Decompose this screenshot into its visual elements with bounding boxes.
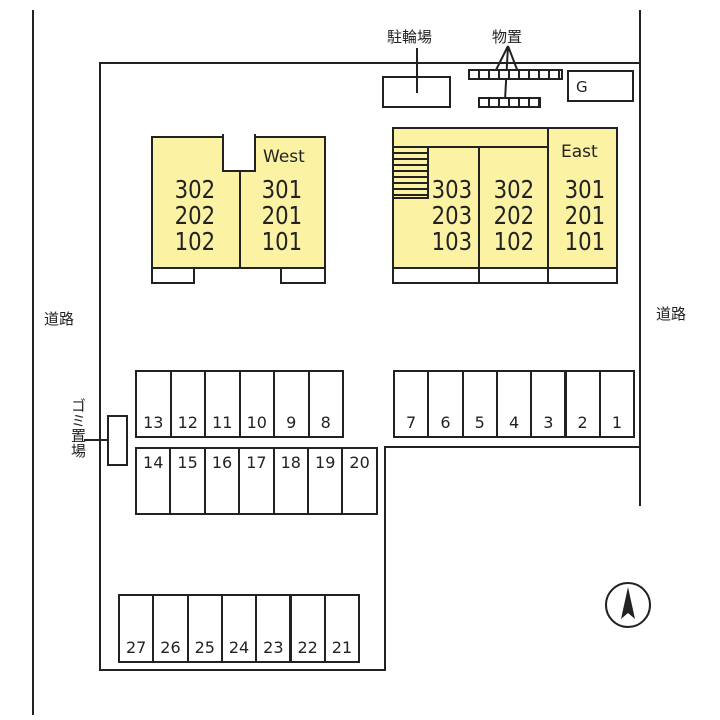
- parking-space: 5: [461, 370, 498, 438]
- parking-space: 21: [323, 594, 361, 663]
- garage-label: G: [576, 78, 588, 96]
- boundary-left: [99, 62, 101, 671]
- parking-number: 10: [246, 413, 267, 432]
- parking-space: 27: [118, 594, 155, 663]
- west-label: West: [263, 147, 305, 167]
- parking-space: 26: [152, 594, 189, 663]
- west-balcony-1: [151, 267, 195, 284]
- east-balcony-1: [392, 267, 480, 284]
- boundary-bottom: [99, 669, 386, 671]
- parking-number: 21: [331, 638, 353, 657]
- parking-space: 9: [273, 370, 310, 438]
- parking-number: 13: [143, 413, 164, 432]
- parking-number: 7: [406, 413, 417, 432]
- parking-space: 12: [169, 370, 206, 438]
- north-compass-icon: [605, 582, 651, 628]
- storage-label: 物置: [492, 28, 523, 46]
- parking-space: 24: [220, 594, 258, 663]
- garbage-area: [107, 415, 128, 466]
- parking-number: 5: [474, 413, 485, 432]
- parking-number: 1: [611, 413, 623, 432]
- west-divider: [239, 170, 241, 268]
- parking-space: 23: [255, 594, 292, 663]
- parking-space: 6: [427, 370, 464, 438]
- parking-space: 8: [307, 370, 344, 438]
- parking-space: 7: [393, 370, 430, 438]
- parking-space: 22: [289, 594, 326, 663]
- east-divider-1: [478, 146, 480, 268]
- parking-space: 10: [238, 370, 275, 438]
- parking-space: 17: [238, 447, 275, 515]
- east-corridor-line: [392, 146, 549, 148]
- west-notch: [222, 134, 256, 172]
- parking-number: 15: [177, 453, 198, 472]
- east-balcony-2: [478, 267, 549, 284]
- boundary-top: [100, 62, 641, 64]
- parking-number: 23: [263, 638, 284, 657]
- parking-space: 11: [204, 370, 241, 438]
- road-label-left: 道路: [44, 310, 75, 328]
- parking-space: 25: [186, 594, 223, 663]
- road-line-left: [32, 10, 34, 715]
- garbage-label: ゴミ置場: [69, 398, 87, 458]
- west-balcony-2: [280, 267, 326, 284]
- parking-number: 11: [212, 413, 233, 432]
- storage-unit-1: [468, 69, 563, 80]
- parking-number: 8: [320, 413, 331, 432]
- parking-number: 22: [297, 638, 318, 657]
- bike-parking: [382, 76, 451, 108]
- parking-number: 3: [543, 413, 554, 432]
- parking-number: 26: [160, 638, 181, 657]
- parking-number: 2: [577, 413, 588, 432]
- parking-number: 24: [228, 638, 250, 657]
- parking-space: 15: [169, 447, 206, 515]
- bike-leader: [416, 48, 418, 93]
- parking-number: 16: [211, 453, 233, 472]
- parking-number: 12: [177, 413, 198, 432]
- boundary-inner: [384, 446, 386, 671]
- east-balcony-3: [547, 267, 618, 284]
- parking-number: 20: [349, 453, 370, 472]
- parking-space: 14: [135, 447, 172, 515]
- road-line-right: [639, 10, 641, 506]
- parking-space: 3: [530, 370, 567, 438]
- road-label-right: 道路: [656, 305, 687, 323]
- bike-parking-label: 駐輪場: [387, 28, 433, 46]
- parking-number: 9: [286, 413, 297, 432]
- parking-number: 18: [280, 453, 301, 472]
- garbage-leader: [84, 439, 124, 441]
- storage-unit-2: [478, 97, 541, 108]
- parking-number: 25: [194, 638, 215, 657]
- east-label: East: [561, 142, 598, 162]
- parking-space: 19: [307, 447, 344, 515]
- parking-number: 19: [315, 453, 336, 472]
- parking-space: 1: [598, 370, 636, 438]
- boundary-step: [384, 446, 641, 448]
- parking-number: 27: [125, 638, 147, 657]
- parking-space: 16: [203, 447, 241, 515]
- parking-number: 4: [508, 413, 520, 432]
- garage: G: [567, 70, 634, 102]
- parking-number: 14: [143, 453, 164, 472]
- parking-number: 6: [440, 413, 451, 432]
- stairs-icon: [392, 146, 429, 199]
- parking-space: 4: [495, 370, 533, 438]
- parking-space: 20: [341, 447, 378, 515]
- parking-space: 13: [135, 370, 172, 438]
- parking-number: 17: [246, 453, 267, 472]
- east-divider-2: [547, 127, 549, 268]
- parking-space: 18: [272, 447, 309, 515]
- parking-space: 2: [564, 370, 601, 438]
